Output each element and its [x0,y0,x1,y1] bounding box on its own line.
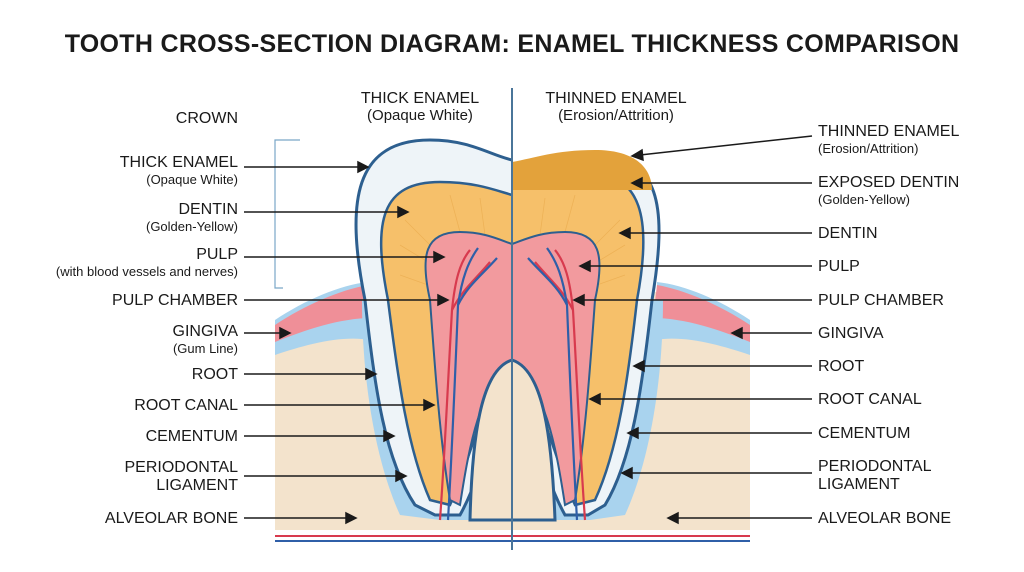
label-right-root: ROOT [818,358,865,375]
label-left-dentin: DENTIN (Golden-Yellow) [20,201,238,235]
header-right-main: THINNED ENAMEL [545,90,687,107]
label-left-thick-enamel-sub: (Opaque White) [146,172,238,187]
label-crown: CROWN [175,110,238,127]
label-right-thinned-enamel-sub: (Erosion/Attrition) [818,141,919,156]
exposed-dentin [512,150,652,190]
label-left-pulp-main: PULP [196,246,238,263]
header-left-sub: (Opaque White) [367,107,473,124]
label-left-cementum: CEMENTUM [145,428,238,445]
blood-vessels [438,247,587,521]
label-left-dentin-sub: (Golden-Yellow) [145,219,238,234]
label-right-thinned-enamel: THINNED ENAMEL (Erosion/Attrition) [818,123,1018,157]
label-right-alveolar-bone: ALVEOLAR BONE [818,510,952,527]
label-left-periodontal: PERIODONTAL LIGAMENT [20,459,239,495]
label-right-gingiva: GINGIVA [818,325,884,342]
page-title: TOOTH CROSS-SECTION DIAGRAM: ENAMEL THIC… [64,30,960,58]
header-left-main: THICK ENAMEL [360,90,480,107]
label-right-cementum: CEMENTUM [818,425,911,442]
label-left-gingiva-sub: (Gum Line) [172,341,238,356]
label-left-root: ROOT [191,366,238,383]
pulp-chamber [424,230,601,507]
label-right-pulp-chamber: PULP CHAMBER [818,292,944,309]
header-thinned-enamel: THINNED ENAMEL (Erosion/Attrition) [526,90,706,124]
header-right-sub: (Erosion/Attrition) [558,107,674,124]
label-left-gingiva-main: GINGIVA [172,323,239,340]
label-right-pulp: PULP [818,258,860,275]
label-left-dentin-main: DENTIN [178,201,238,218]
header-thick-enamel: THICK ENAMEL (Opaque White) [340,90,500,124]
label-left-thick-enamel-main: THICK ENAMEL [119,154,238,171]
label-right-exposed-dentin: EXPOSED DENTIN (Golden-Yellow) [818,174,1018,208]
label-left-periodontal-line1: PERIODONTAL [124,459,239,476]
label-left-gingiva: GINGIVA (Gum Line) [20,323,239,357]
label-left-pulp-sub: (with blood vessels and nerves) [55,264,238,279]
right-leaders [572,135,813,525]
left-leaders [244,160,450,525]
label-right-dentin: DENTIN [818,225,878,242]
label-right-thinned-enamel-main: THINNED ENAMEL [818,123,960,140]
label-left-alveolar-bone: ALVEOLAR BONE [104,510,238,527]
label-right-exposed-dentin-sub: (Golden-Yellow) [818,192,911,207]
label-right-periodontal-line1: PERIODONTAL [818,458,932,475]
label-right-exposed-dentin-main: EXPOSED DENTIN [818,174,960,191]
label-right-periodontal-line2: LIGAMENT [818,476,900,493]
label-right-periodontal: PERIODONTAL LIGAMENT [818,458,1018,494]
dentin-tubules [399,194,626,286]
label-left-periodontal-line2: LIGAMENT [156,477,238,494]
crown-bracket [274,139,300,289]
label-left-pulp: PULP (with blood vessels and nerves) [10,246,238,280]
label-right-root-canal: ROOT CANAL [818,391,922,408]
label-left-thick-enamel: THICK ENAMEL (Opaque White) [20,154,238,188]
label-left-pulp-chamber: PULP CHAMBER [112,292,238,309]
label-left-root-canal: ROOT CANAL [134,397,238,414]
